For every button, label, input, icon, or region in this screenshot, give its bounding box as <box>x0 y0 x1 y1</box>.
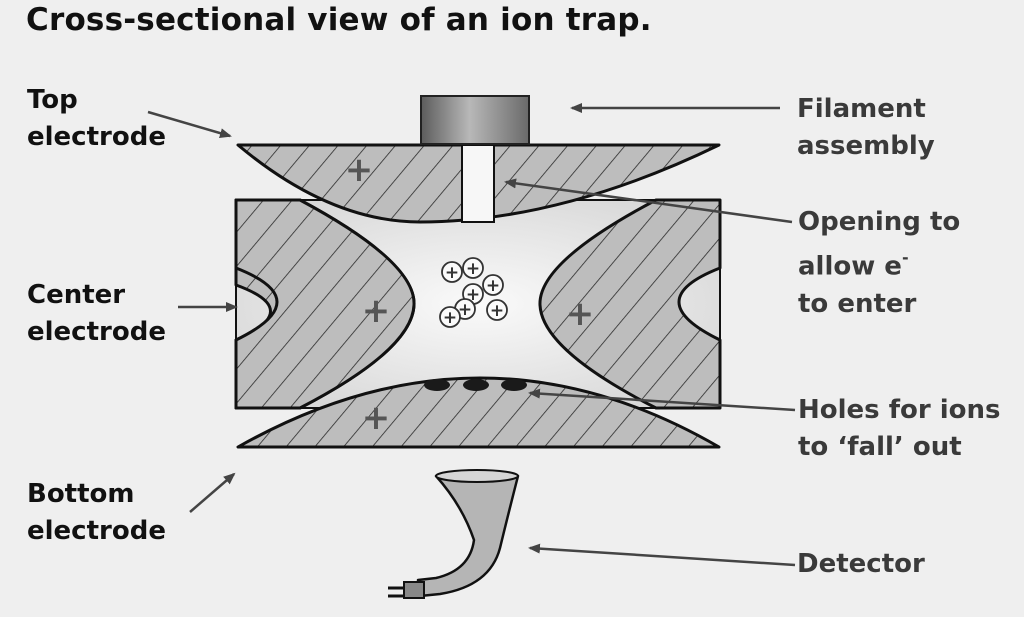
svg-text:+: + <box>443 308 457 328</box>
trapped-ions: +++++++ <box>439 257 508 328</box>
positive-charge-mark: + <box>362 398 391 438</box>
label-holes: Holes for ions to ‘fall’ out <box>798 395 1001 462</box>
svg-text:+: + <box>490 301 504 321</box>
center-electrode-left-body <box>234 198 416 410</box>
positive-charge-mark: + <box>566 294 595 334</box>
electrode-charges: ++++ <box>345 150 595 438</box>
ion-exit-hole <box>501 379 527 391</box>
svg-text:+: + <box>486 276 500 296</box>
arrow-top-electrode <box>147 110 232 138</box>
arrow-opening <box>504 178 793 224</box>
label-filament-assembly: Filament assembly <box>797 94 935 161</box>
electron-opening <box>461 144 495 223</box>
label-bottom-electrode: Bottom electrode <box>27 479 166 546</box>
center-electrode-right <box>538 198 722 410</box>
arrow-detector <box>528 543 796 567</box>
ion: + <box>462 257 484 279</box>
ion-exit-hole <box>424 379 450 391</box>
label-detector: Detector <box>797 549 925 579</box>
detector <box>416 470 520 598</box>
label-top-electrode: Top electrode <box>27 85 166 152</box>
ion-exit-hole <box>463 379 489 391</box>
positive-charge-mark: + <box>345 150 374 190</box>
label-center-electrode: Center electrode <box>27 280 166 347</box>
svg-text:+: + <box>445 263 459 283</box>
detector-connector <box>403 581 425 599</box>
filament-assembly <box>420 95 530 145</box>
detector-mouth <box>435 469 519 483</box>
diagram-title: Cross-sectional view of an ion trap. <box>26 2 652 38</box>
ion: + <box>482 274 504 296</box>
bottom-electrode <box>236 376 721 449</box>
ion: + <box>441 261 463 283</box>
svg-text:+: + <box>458 300 472 320</box>
positive-charge-mark: + <box>362 291 391 331</box>
arrow-holes <box>528 388 796 412</box>
ion: + <box>439 306 461 328</box>
ion: + <box>486 299 508 321</box>
svg-text:+: + <box>466 259 480 279</box>
label-opening: Opening to allow e- to enter <box>798 207 961 319</box>
arrow-bottom-electrode <box>189 472 236 513</box>
